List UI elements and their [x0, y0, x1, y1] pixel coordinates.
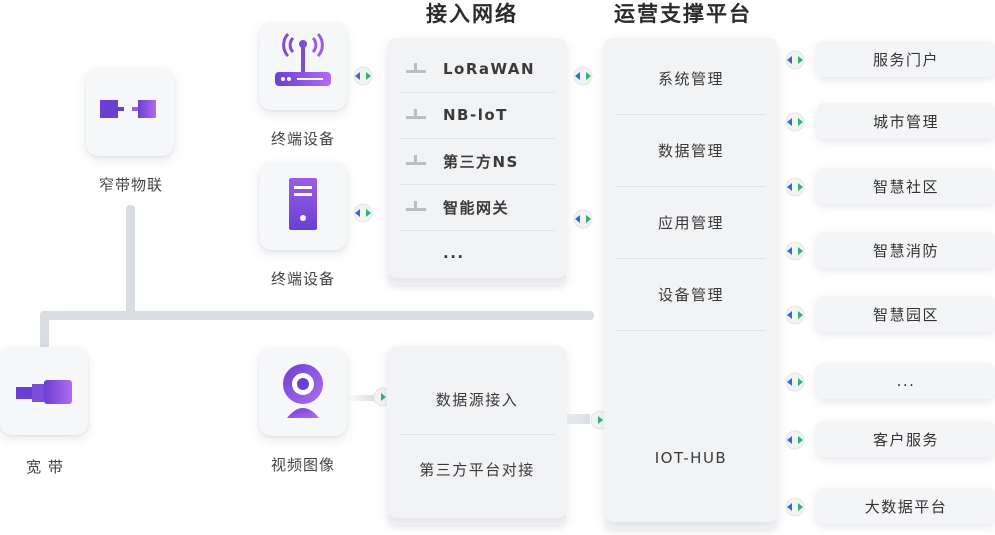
access-network-title: 接入网络 — [426, 2, 518, 26]
platform-title: 运营支撑平台 — [614, 2, 752, 26]
access-item-label: 第三方NS — [443, 152, 519, 171]
connector-router-access — [353, 66, 373, 86]
backbone-line — [42, 311, 594, 320]
data-access-link-line — [546, 414, 590, 424]
service-customer[interactable]: 客户服务 — [816, 421, 995, 457]
connector-platform-service-6 — [785, 430, 805, 450]
nb-iot-tile[interactable] — [86, 68, 174, 156]
nb-iot-label: 窄带物联 — [98, 176, 163, 194]
access-item-more[interactable]: ... — [399, 230, 555, 276]
platform-hub-label: IOT-HUB — [654, 449, 728, 467]
terminal-label-1: 终端设备 — [270, 130, 335, 148]
platform-item-application[interactable]: 应用管理 — [616, 186, 766, 259]
access-network-panel: LoRaWAN NB-loT 第三方NS 智能网关 ... — [387, 38, 567, 285]
service-portal[interactable]: 服务门户 — [816, 41, 995, 77]
video-label: 视频图像 — [270, 456, 335, 474]
connector-platform-service-4 — [785, 305, 805, 325]
connector-platform-service-2 — [785, 177, 805, 197]
broadband-label: 宽 带 — [26, 458, 64, 476]
terminal-router-tile[interactable] — [259, 22, 347, 110]
connector-access-platform-1 — [573, 66, 593, 86]
server-icon — [289, 178, 317, 230]
connector-platform-service-5 — [785, 372, 805, 392]
platform-item-iot-hub[interactable]: IOT-HUB — [616, 422, 766, 494]
terminal-label-2: 终端设备 — [270, 270, 335, 288]
platform-item-label: 应用管理 — [657, 213, 724, 232]
connector-platform-service-0 — [785, 50, 805, 70]
service-smart-community[interactable]: 智慧社区 — [816, 168, 995, 204]
data-access-label: 第三方平台对接 — [419, 460, 535, 479]
plug-icon — [406, 155, 426, 165]
plug-icon — [406, 63, 426, 73]
access-item-label: LoRaWAN — [443, 60, 536, 78]
access-item-nb-lot[interactable]: NB-loT — [399, 92, 555, 139]
data-access-item-third-party[interactable]: 第三方平台对接 — [399, 434, 555, 504]
nb-iot-icon — [100, 100, 156, 118]
platform-item-device[interactable]: 设备管理 — [616, 258, 766, 331]
platform-item-data[interactable]: 数据管理 — [616, 114, 766, 187]
platform-panel: 系统管理 数据管理 应用管理 设备管理 IOT-HUB — [604, 38, 778, 529]
platform-item-system[interactable]: 系统管理 — [616, 42, 766, 115]
router-icon — [275, 32, 331, 86]
broadband-drop-line — [40, 311, 49, 351]
data-access-label: 数据源接入 — [435, 390, 519, 409]
service-city-management[interactable]: 城市管理 — [816, 103, 995, 139]
service-smart-park[interactable]: 智慧园区 — [816, 296, 995, 332]
connector-platform-service-3 — [785, 241, 805, 261]
data-access-item-source[interactable]: 数据源接入 — [399, 364, 555, 435]
connector-platform-service-1 — [785, 112, 805, 132]
platform-item-label: 系统管理 — [657, 69, 724, 88]
service-more[interactable]: ... — [816, 363, 995, 399]
access-item-lorawan[interactable]: LoRaWAN — [399, 46, 555, 93]
platform-item-label: 数据管理 — [657, 141, 724, 160]
broadband-icon — [16, 380, 72, 404]
video-link-line — [345, 395, 375, 401]
plug-icon — [406, 201, 426, 211]
service-smart-fire[interactable]: 智慧消防 — [816, 232, 995, 268]
service-big-data[interactable]: 大数据平台 — [816, 488, 995, 524]
access-item-third-party-ns[interactable]: 第三方NS — [399, 138, 555, 185]
terminal-server-tile[interactable] — [259, 162, 347, 250]
platform-item-label: 设备管理 — [657, 285, 724, 304]
data-access-panel: 数据源接入 第三方平台对接 — [387, 346, 567, 525]
connector-platform-service-7 — [785, 497, 805, 517]
access-item-label: ... — [443, 244, 465, 262]
video-tile[interactable] — [259, 348, 347, 436]
access-item-smart-gateway[interactable]: 智能网关 — [399, 184, 555, 231]
connector-access-platform-2 — [573, 209, 593, 229]
access-item-label: NB-loT — [443, 106, 508, 124]
nb-iot-drop-line — [126, 205, 135, 315]
camera-icon — [283, 364, 323, 418]
plug-icon — [406, 109, 426, 119]
access-item-label: 智能网关 — [443, 198, 510, 217]
broadband-tile[interactable] — [0, 347, 88, 435]
connector-server-access — [353, 203, 373, 223]
